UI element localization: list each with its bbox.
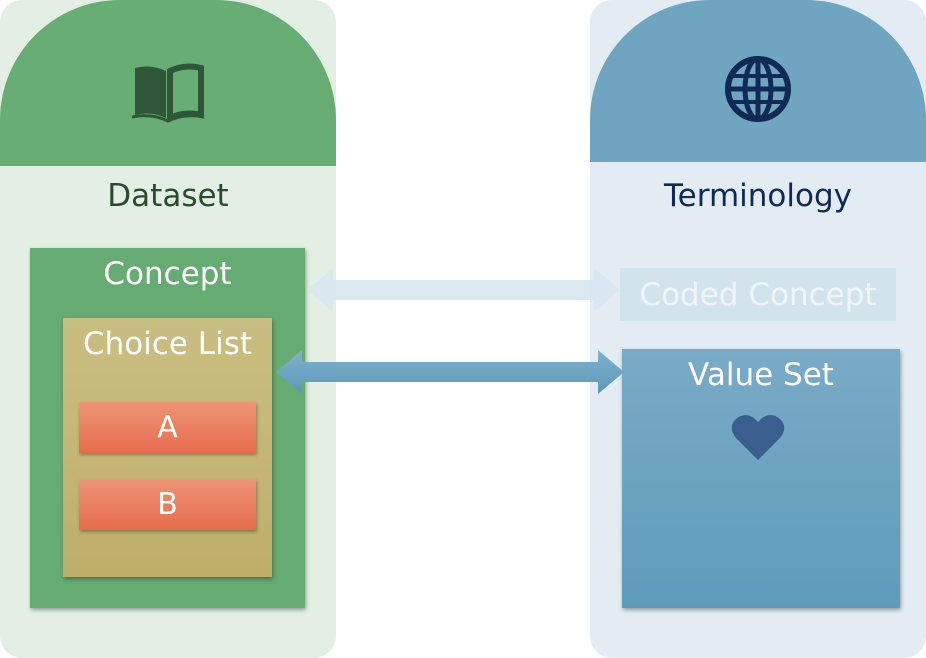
choice-item-b: B [79, 479, 256, 530]
globe-icon [725, 56, 791, 122]
terminology-title: Terminology [664, 178, 852, 214]
coded-concept-box: Coded Concept [620, 268, 896, 321]
concept-coded-concept-arrow [307, 268, 620, 312]
value-set-box: Value Set [622, 349, 900, 608]
dataset-title: Dataset [107, 178, 229, 214]
book-icon [131, 63, 205, 123]
choice-list-value-set-arrow [276, 350, 624, 394]
dataset-header [0, 0, 336, 166]
choice-item-a: A [79, 402, 256, 453]
choice-list-label: Choice List [82, 326, 253, 362]
choice-list-box: Choice List A B [63, 318, 272, 577]
terminology-header [590, 0, 926, 162]
concept-label: Concept [103, 256, 232, 292]
value-set-label: Value Set [688, 357, 834, 393]
heart-icon [731, 414, 785, 460]
concept-box: Concept Choice List A B [30, 248, 305, 608]
